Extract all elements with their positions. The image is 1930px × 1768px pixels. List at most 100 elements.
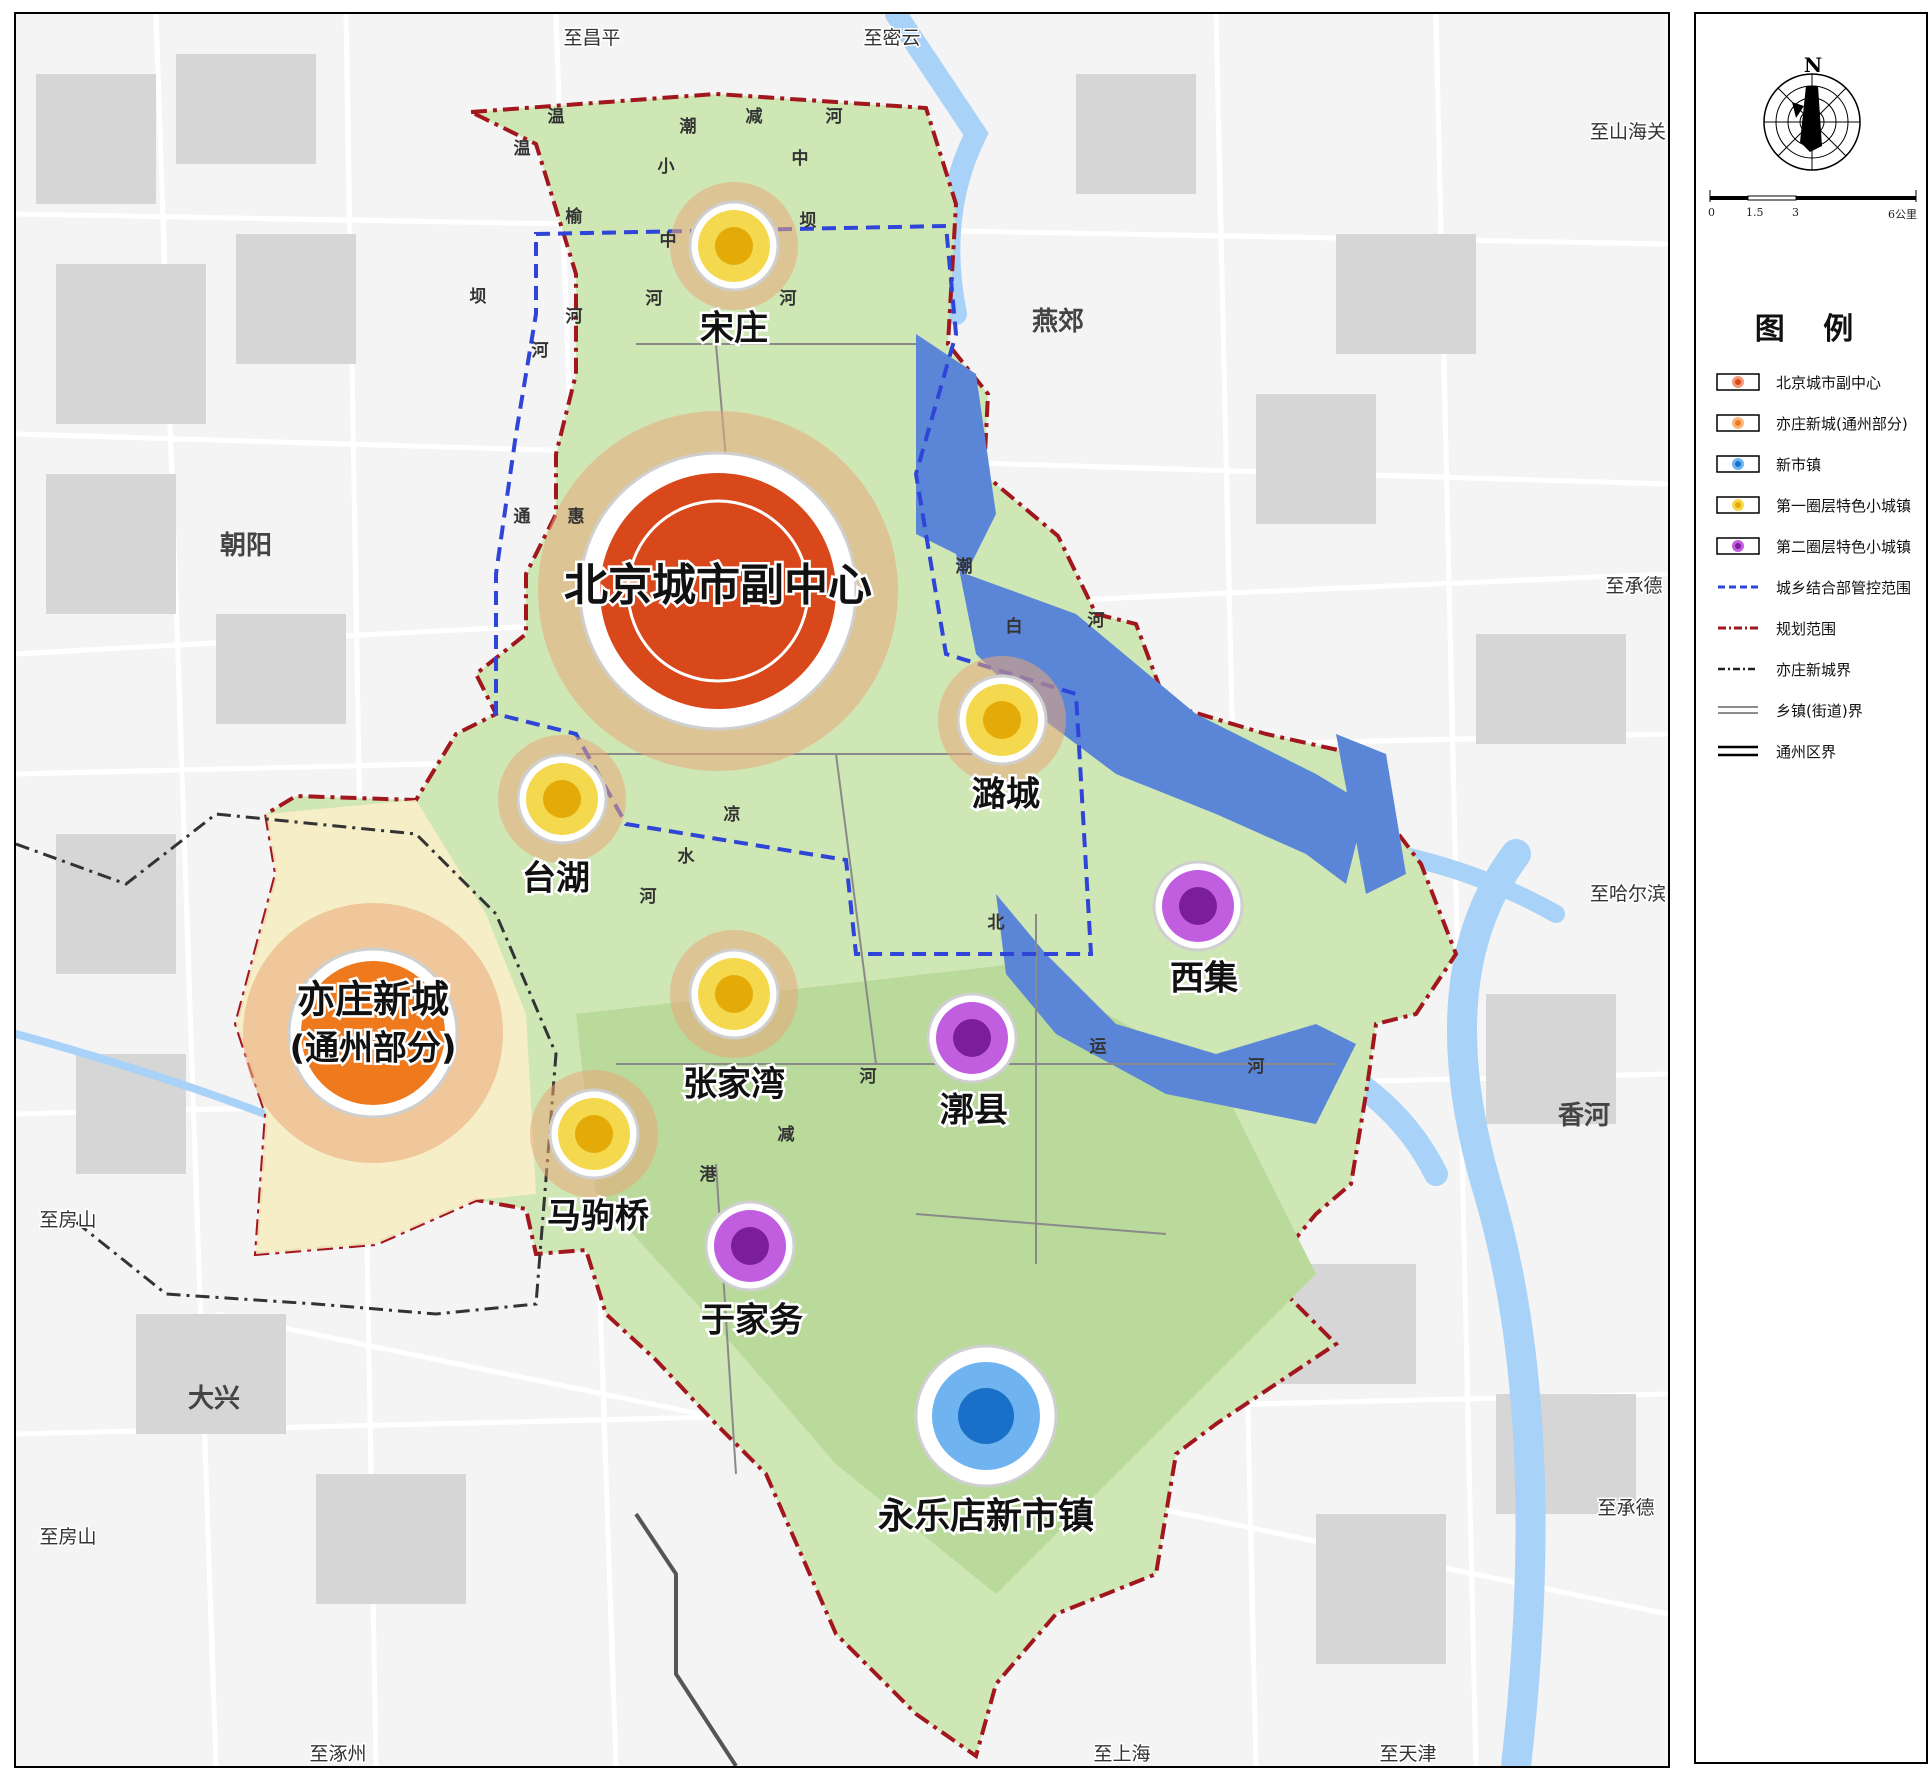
town-symbol-4[interactable] bbox=[287, 947, 459, 1119]
direction-label-3: 至承德 bbox=[1605, 575, 1662, 597]
built-up-blocks bbox=[36, 54, 1636, 1664]
river-char-21: 水 bbox=[678, 846, 696, 867]
town-symbol-0[interactable] bbox=[688, 200, 780, 292]
legend-item-5: 城乡结合部管控范围 bbox=[1716, 575, 1911, 599]
river-char-19: 河 bbox=[1088, 611, 1105, 631]
region-label-0: 朝阳 bbox=[220, 530, 272, 561]
town-label-10: 于家务 bbox=[701, 1301, 803, 1341]
town-symbol-1[interactable] bbox=[578, 451, 858, 731]
river-char-10: 坝 bbox=[470, 287, 487, 307]
river-char-24: 运 bbox=[1090, 1037, 1107, 1057]
direction-label-6: 至房山 bbox=[39, 1526, 96, 1548]
town-label-4: 亦庄新城 bbox=[297, 978, 449, 1022]
river-char-14: 河 bbox=[780, 289, 797, 309]
town-symbol-11[interactable] bbox=[914, 1344, 1058, 1488]
legend-item-8: 乡镇(街道)界 bbox=[1716, 698, 1863, 722]
direction-label-5: 至房山 bbox=[39, 1209, 96, 1231]
direction-label-10: 至天津 bbox=[1379, 1743, 1436, 1765]
map-canvas[interactable]: 温温榆潮减河小中中坝坝河河河河通惠潮白河凉水河北运河河减港 朝阳燕郊大兴香河 至… bbox=[16, 14, 1668, 1766]
reservoirs bbox=[916, 334, 1406, 1124]
legend-title: 图 例 bbox=[1754, 312, 1868, 347]
legend-label: 北京城市副中心 bbox=[1776, 373, 1882, 392]
legend-item-3: 第一圈层特色小城镇 bbox=[1716, 493, 1911, 517]
legend-item-4: 第二圈层特色小城镇 bbox=[1716, 534, 1911, 558]
town-label-1: 北京城市副中心 bbox=[564, 560, 872, 611]
legend-symbol-bold_double-icon bbox=[1716, 742, 1760, 760]
town-labels: 宋庄北京城市副中心潞城台湖亦庄新城(通州部分)张家湾马驹桥漷县西集于家务永乐店新… bbox=[287, 306, 1241, 1540]
legend-symbol-yizhuang-icon bbox=[1716, 414, 1760, 432]
direction-label-9: 至上海 bbox=[1093, 1743, 1150, 1765]
river-char-0: 温 bbox=[548, 107, 565, 127]
river-labels: 温温榆潮减河小中中坝坝河河河河通惠潮白河凉水河北运河河减港 bbox=[470, 106, 1265, 1185]
direction-label-1: 至密云 bbox=[863, 27, 920, 49]
river-char-27: 减 bbox=[778, 1124, 795, 1145]
region-label-1: 燕郊 bbox=[1032, 306, 1084, 337]
district-boundary bbox=[634, 1512, 738, 1766]
legend-item-6: 规划范围 bbox=[1716, 616, 1836, 640]
river-char-2: 榆 bbox=[566, 206, 584, 227]
river-char-12: 河 bbox=[532, 341, 549, 361]
river-char-6: 小 bbox=[658, 157, 675, 177]
direction-label-8: 至涿州 bbox=[309, 1743, 366, 1765]
scale-tick-3: 6公里 bbox=[1888, 208, 1917, 221]
town-symbol-7[interactable] bbox=[548, 1088, 640, 1180]
region-label-2: 大兴 bbox=[188, 1384, 240, 1414]
river-char-11: 河 bbox=[566, 307, 583, 327]
legend-label: 亦庄新城(通州部分) bbox=[1776, 414, 1908, 433]
scale-bar bbox=[1709, 190, 1917, 202]
town-label-2: 潞城 bbox=[972, 775, 1040, 815]
river-char-8: 中 bbox=[660, 230, 677, 251]
town-symbol-2[interactable] bbox=[956, 674, 1048, 766]
town-symbol-8[interactable] bbox=[926, 992, 1018, 1084]
town-symbol-3[interactable] bbox=[516, 753, 608, 845]
legend-item-2: 新市镇 bbox=[1716, 452, 1821, 476]
town-label-9: 西集 bbox=[1170, 959, 1238, 999]
north-arrow-compass: N bbox=[1709, 53, 1917, 202]
scale-tick-1: 1.5 bbox=[1746, 206, 1764, 219]
legend-label: 第二圈层特色小城镇 bbox=[1776, 537, 1912, 556]
river-char-25: 河 bbox=[1248, 1057, 1265, 1077]
legend-symbol-black_dash-icon bbox=[1716, 660, 1760, 678]
legend-symbol-sub_center-icon bbox=[1716, 373, 1760, 391]
town-symbol-10[interactable] bbox=[704, 1200, 796, 1292]
legend-item-9: 通州区界 bbox=[1716, 739, 1836, 763]
legend-symbol-tier2-icon bbox=[1716, 537, 1760, 555]
river-char-4: 减 bbox=[746, 106, 763, 127]
river-char-22: 河 bbox=[640, 887, 657, 907]
town-label-3: 台湖 bbox=[522, 859, 590, 899]
river-char-7: 中 bbox=[792, 148, 809, 169]
legend-symbol-new_town-icon bbox=[1716, 455, 1760, 473]
legend-symbol-tier1-icon bbox=[1716, 496, 1760, 514]
legend-panel: N 0 1.5 3 6公里 图 例 北京城市副中心亦庄新城(通州部分) 新市镇第一… bbox=[1694, 12, 1928, 1764]
river-char-17: 潮 bbox=[956, 556, 973, 577]
legend-item-0: 北京城市副中心 bbox=[1716, 370, 1881, 394]
river-char-23: 北 bbox=[988, 913, 1005, 933]
river-char-28: 港 bbox=[700, 1164, 718, 1185]
river-char-13: 河 bbox=[646, 289, 663, 309]
legend-label: 规划范围 bbox=[1776, 619, 1837, 638]
yizhuang-boundary bbox=[16, 812, 558, 1316]
town-label-8: 漷县 bbox=[940, 1091, 1008, 1131]
river-char-16: 惠 bbox=[568, 506, 585, 527]
direction-label-0: 至昌平 bbox=[563, 27, 620, 49]
legend-item-7: 亦庄新城界 bbox=[1716, 657, 1851, 681]
legend-label: 新市镇 bbox=[1776, 455, 1822, 474]
direction-label-4: 至哈尔滨 bbox=[1590, 883, 1666, 905]
scale-tick-0: 0 bbox=[1708, 206, 1715, 219]
town-symbol-9[interactable] bbox=[1152, 860, 1244, 952]
map-frame[interactable]: 温温榆潮减河小中中坝坝河河河河通惠潮白河凉水河北运河河减港 朝阳燕郊大兴香河 至… bbox=[14, 12, 1670, 1768]
town-symbols bbox=[287, 200, 1244, 1488]
river-char-5: 河 bbox=[826, 107, 843, 127]
direction-label-7: 至承德 bbox=[1597, 1497, 1654, 1519]
river-char-26: 河 bbox=[860, 1067, 877, 1087]
north-label: N bbox=[1804, 53, 1822, 77]
river-char-15: 通 bbox=[514, 507, 531, 527]
legend-symbol-double_line-icon bbox=[1716, 701, 1760, 719]
town-label-7: 马驹桥 bbox=[547, 1197, 649, 1237]
legend-label: 城乡结合部管控范围 bbox=[1776, 578, 1912, 597]
urban-rural-control-boundary bbox=[494, 223, 1094, 956]
town-symbol-6[interactable] bbox=[688, 948, 780, 1040]
legend-symbol-red_dash-icon bbox=[1716, 619, 1760, 637]
scale-tick-2: 3 bbox=[1792, 206, 1799, 219]
